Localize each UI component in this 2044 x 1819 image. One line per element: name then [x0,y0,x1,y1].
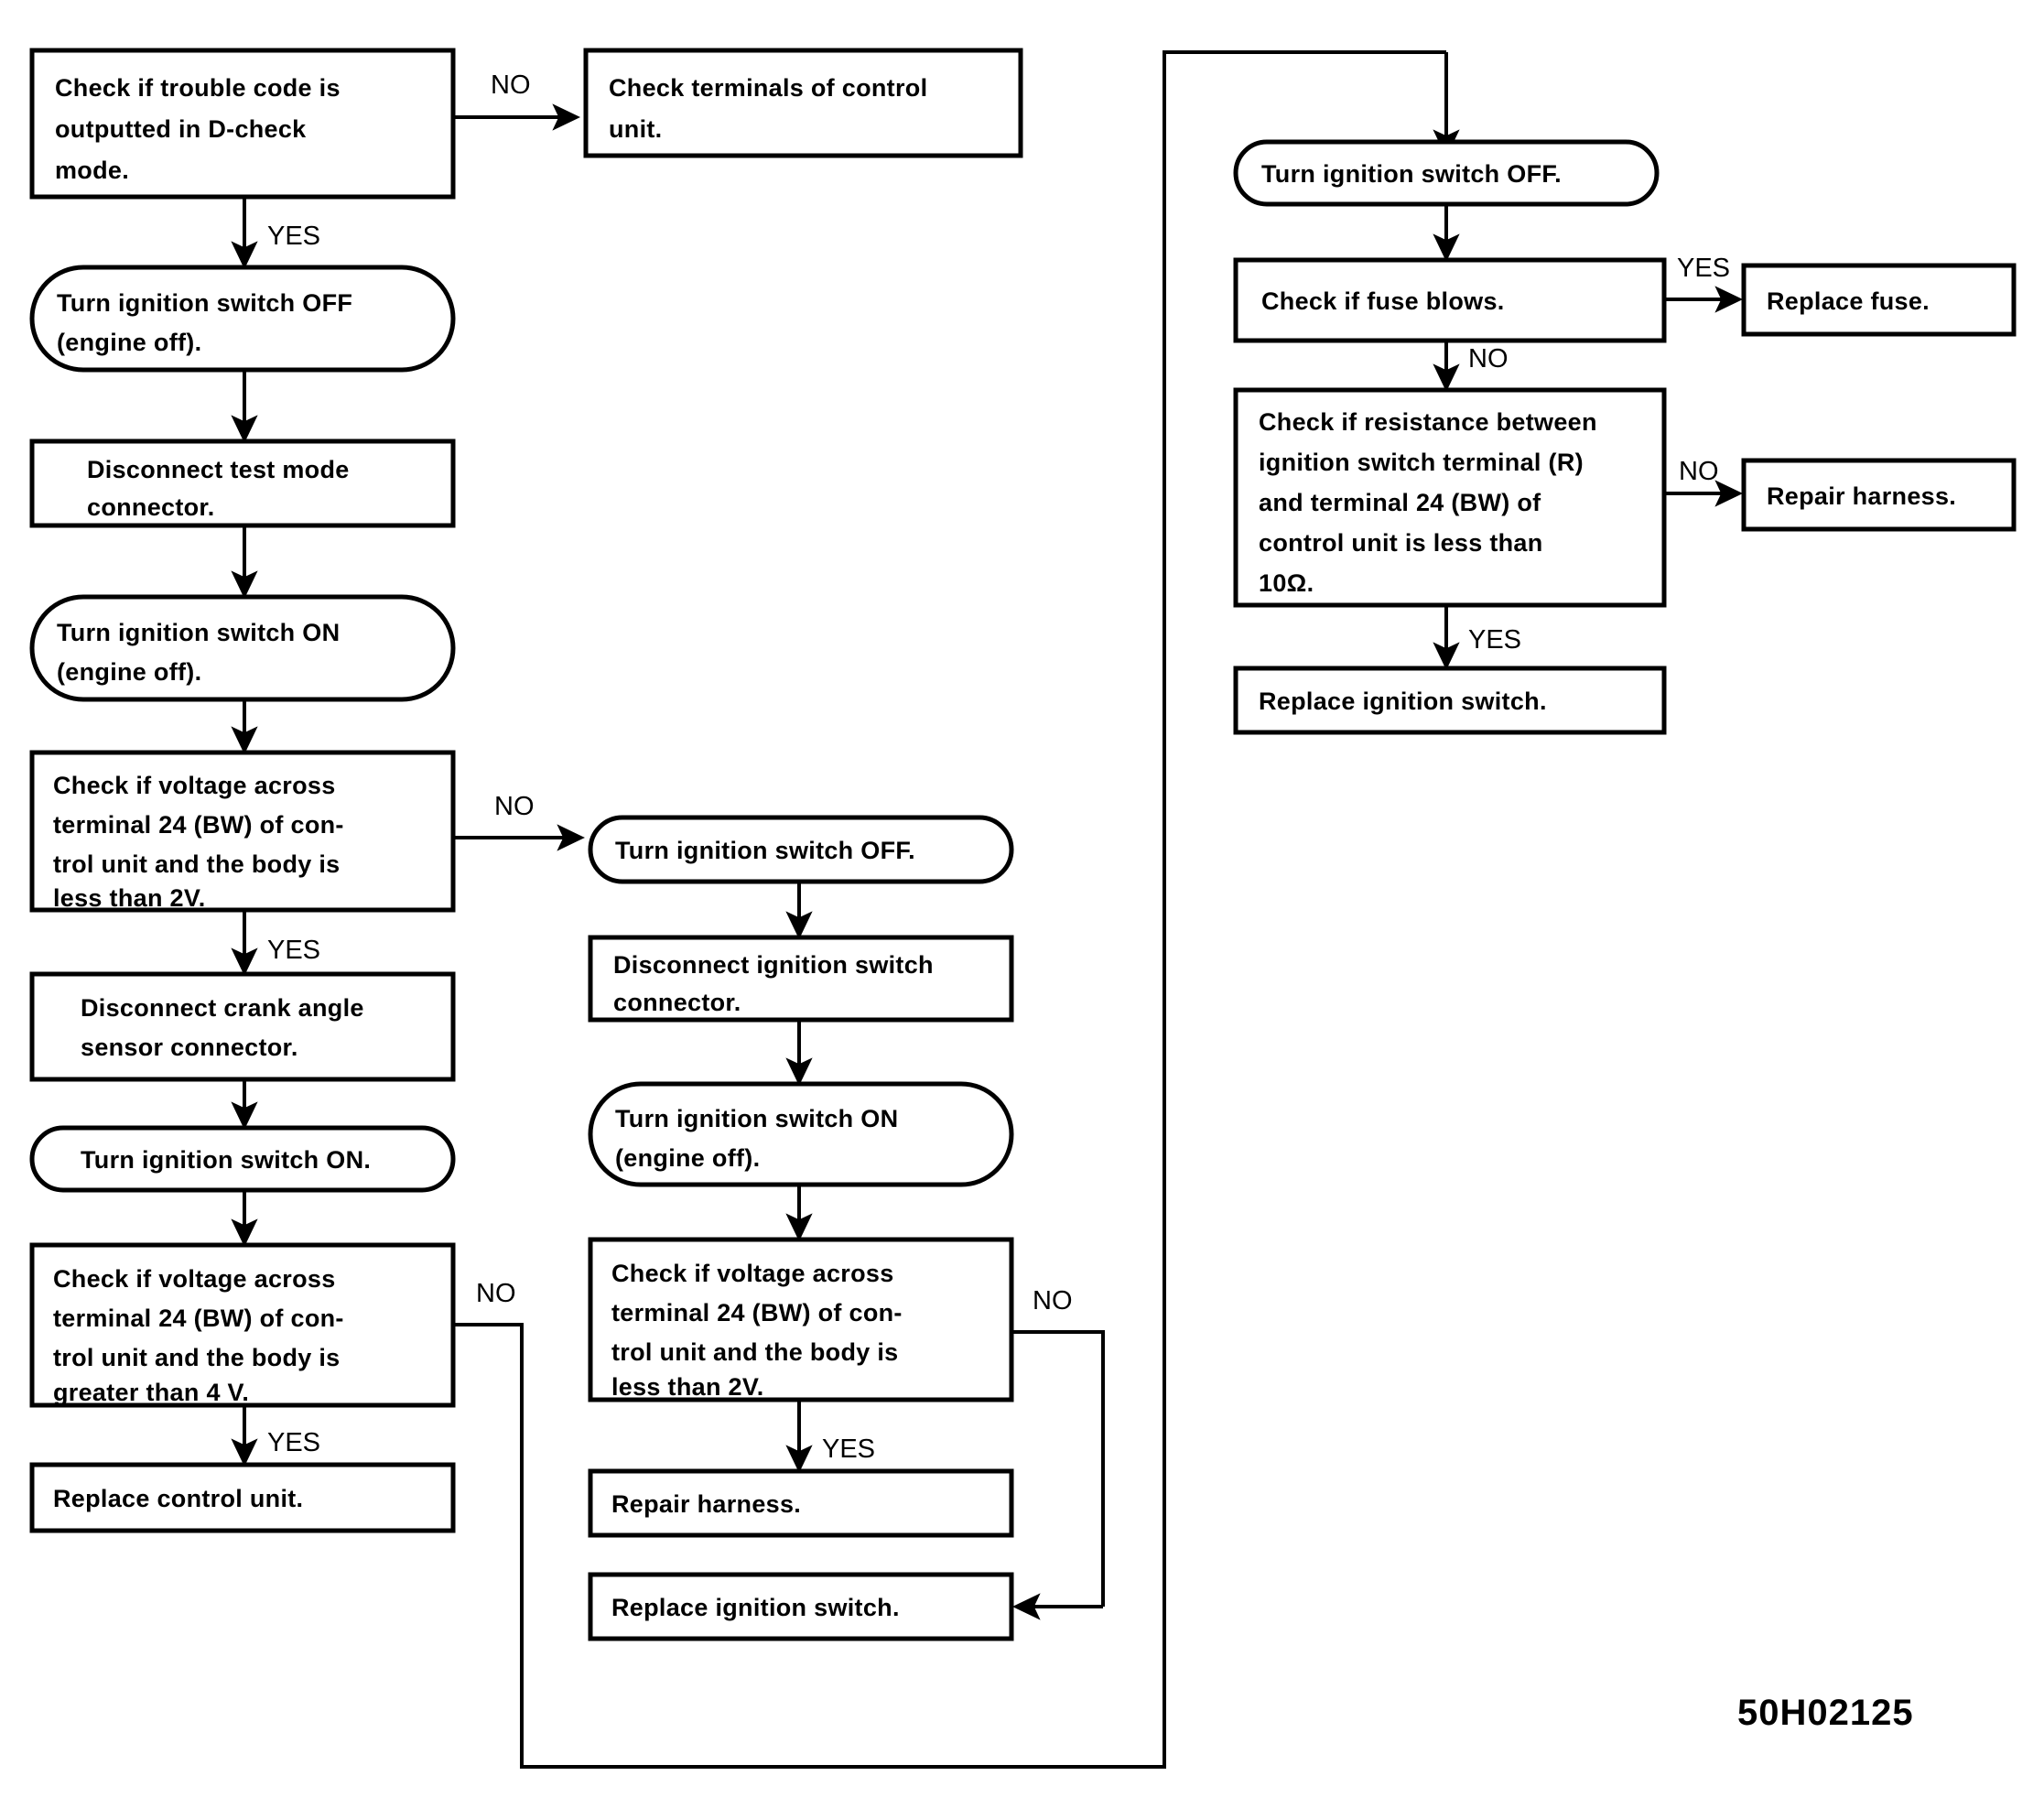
node-n20-line-1: ignition switch terminal (R) [1259,449,1584,476]
edge-label-e5: NO [476,1279,516,1308]
edge-label-e6: YES [267,1428,320,1457]
node-n16[interactable]: Replace ignition switch. [588,1572,1014,1641]
node-n4[interactable]: Disconnect test mode connector. [29,439,456,528]
node-n1-line-0: Check if trouble code is [55,74,341,102]
node-n3[interactable]: Turn ignition switch OFF (engine off). [29,265,456,373]
node-n20-line-3: control unit is less than [1259,529,1543,557]
edge-label-e1: NO [491,70,531,100]
node-n13-line-1: (engine off). [615,1144,760,1172]
edge-label-e2: YES [267,222,320,251]
node-n15-line-0: Repair harness. [611,1490,801,1518]
node-n12-line-1: connector. [613,989,741,1016]
node-n20-line-2: and terminal 24 (BW) of [1259,489,1541,516]
node-n2-line-1: unit. [609,115,662,143]
node-n5-line-1: (engine off). [57,658,201,686]
edge-label-e3: NO [494,792,535,821]
node-n4-line-0: Disconnect test mode [87,456,350,483]
node-n14-line-2: trol unit and the body is [611,1338,899,1366]
node-n21-line-0: Repair harness. [1767,482,1956,510]
node-n1[interactable]: Check if trouble code is outputted in D-… [29,48,456,200]
edge-n14-n16-route [1011,1330,1105,1607]
edge-label-layer: NO YES NO YES NO YES NO YES YES NO NO YE… [267,70,1730,1464]
node-n14-line-1: terminal 24 (BW) of con- [611,1299,903,1326]
node-n9-line-0: Check if voltage across [53,1265,336,1293]
node-n19[interactable]: Replace fuse. [1741,263,2017,337]
node-n20-line-4: 10Ω. [1259,569,1314,597]
node-n18-line-0: Check if fuse blows. [1261,287,1505,315]
node-n14[interactable]: Check if voltage across terminal 24 (BW)… [588,1237,1014,1402]
node-n2[interactable]: Check terminals of control unit. [583,48,1023,158]
node-n9-line-3: greater than 4 V. [53,1379,249,1406]
edge-label-e11: NO [1679,457,1719,486]
node-n7-line-0: Disconnect crank angle [81,994,364,1022]
node-n3-line-1: (engine off). [57,329,201,356]
edge-label-e8: YES [822,1435,875,1464]
node-n2-line-0: Check terminals of control [609,74,927,102]
node-n6-line-1: terminal 24 (BW) of con- [53,811,344,839]
node-n20-line-0: Check if resistance between [1259,408,1597,436]
node-n5-line-0: Turn ignition switch ON [57,619,340,646]
edge-label-e12: YES [1468,625,1521,655]
edge-label-e4: YES [267,936,320,965]
node-n4-line-1: connector. [87,493,215,521]
node-n8[interactable]: Turn ignition switch ON. [29,1125,456,1193]
node-n15[interactable]: Repair harness. [588,1468,1014,1538]
node-n12-line-0: Disconnect ignition switch [613,951,934,979]
node-n14-line-0: Check if voltage across [611,1260,894,1287]
node-n14-line-3: less than 2V. [611,1373,764,1401]
edge-label-e7: NO [1033,1286,1073,1316]
edge-label-e9: YES [1677,254,1730,283]
node-n11-line-0: Turn ignition switch OFF. [615,837,915,864]
node-n6-line-0: Check if voltage across [53,772,336,799]
edge-label-e10: NO [1468,344,1509,374]
node-n7[interactable]: Disconnect crank angle sensor connector. [29,971,456,1082]
node-n10[interactable]: Replace control unit. [29,1462,456,1533]
node-n3-line-0: Turn ignition switch OFF [57,289,352,317]
node-n5[interactable]: Turn ignition switch ON (engine off). [29,594,456,702]
node-n10-line-0: Replace control unit. [53,1485,303,1512]
node-n9-line-1: terminal 24 (BW) of con- [53,1305,344,1332]
node-n21[interactable]: Repair harness. [1741,458,2017,532]
node-n8-line-0: Turn ignition switch ON. [81,1146,371,1174]
node-n6[interactable]: Check if voltage across terminal 24 (BW)… [29,750,456,913]
node-n17[interactable]: Turn ignition switch OFF. [1233,139,1660,207]
figure-code: 50H02125 [1737,1693,1914,1733]
node-n9-line-2: trol unit and the body is [53,1344,341,1371]
node-n1-line-1: outputted in D-check [55,115,307,143]
node-n9[interactable]: Check if voltage across terminal 24 (BW)… [29,1242,456,1408]
node-n13-line-0: Turn ignition switch ON [615,1105,898,1132]
node-n7-line-1: sensor connector. [81,1034,298,1061]
node-n12[interactable]: Disconnect ignition switch connector. [588,935,1014,1023]
node-n20[interactable]: Check if resistance between ignition swi… [1233,387,1667,608]
node-n11[interactable]: Turn ignition switch OFF. [588,815,1014,884]
node-n16-line-0: Replace ignition switch. [611,1594,900,1621]
node-n13[interactable]: Turn ignition switch ON (engine off). [588,1081,1014,1187]
edge-n9-no-bus [453,50,1446,1769]
node-n18[interactable]: Check if fuse blows. [1233,257,1667,343]
node-n22-line-0: Replace ignition switch. [1259,688,1547,715]
node-n17-line-0: Turn ignition switch OFF. [1261,160,1562,188]
connector-layer [231,50,1743,1769]
node-n6-line-3: less than 2V. [53,884,206,912]
node-n19-line-0: Replace fuse. [1767,287,1930,315]
node-n6-line-2: trol unit and the body is [53,850,341,878]
node-n1-line-2: mode. [55,157,129,184]
node-n22[interactable]: Replace ignition switch. [1233,666,1667,735]
